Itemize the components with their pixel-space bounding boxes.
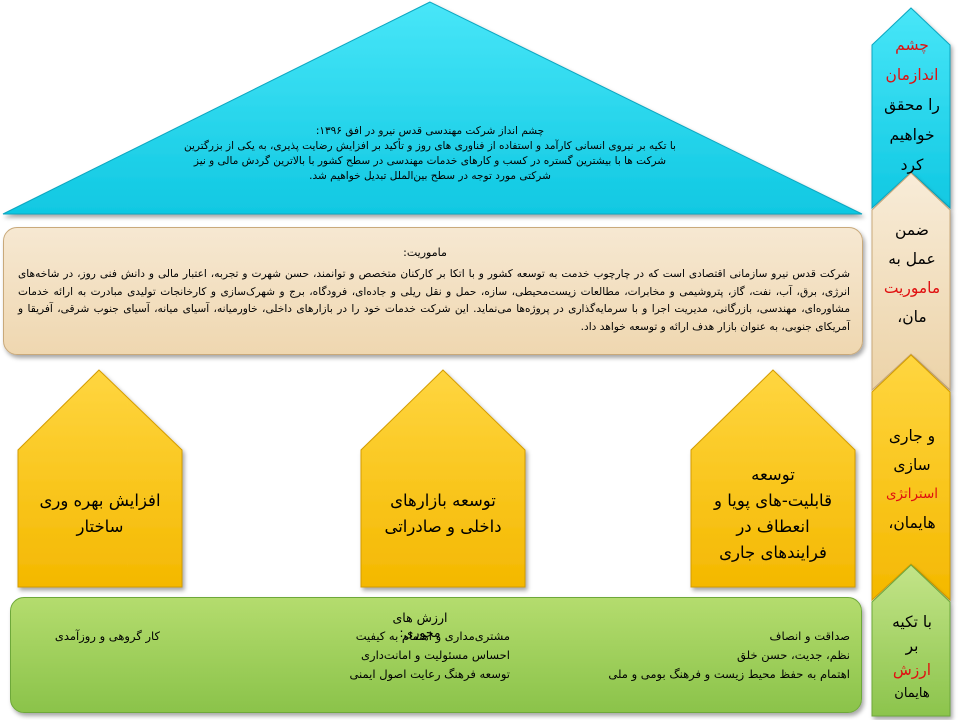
side-arrow-mission	[871, 172, 951, 392]
vision-roof	[2, 1, 863, 215]
vision-heading: چشم انداز شرکت مهندسی قدس نیرو در افق ۱۳…	[315, 125, 545, 137]
pillar-right-line-4: فرایندهای جاری	[719, 543, 827, 562]
side-values-line: بر	[905, 637, 919, 655]
pillar-right-line-2: قابلیت-های پویا و	[714, 491, 832, 510]
value-item: کار گروهی و روزآمدی	[54, 629, 160, 643]
side-mission-line: مان،	[897, 308, 927, 326]
side-vision-text: چشم اندازمان را محقق خواهیم کرد	[874, 30, 950, 180]
side-strategy-line: و جاری	[888, 427, 936, 445]
side-vision-line: خواهیم	[889, 126, 935, 144]
side-mission-line: ضمن	[895, 221, 929, 239]
side-vision-highlight: چشم اندازمان	[885, 36, 939, 84]
pillar-middle-line-2: داخلی و صادراتی	[384, 517, 502, 536]
pillar-left-label: افزایش بهره وری ساختار	[22, 488, 178, 540]
values-column-right: صداقت و انصاف نظم، جدیت، حسن خلق اهتمام …	[608, 627, 850, 684]
value-item: مشتری‌مداری و اهتمام به کیفیت	[355, 629, 510, 643]
pillar-middle	[360, 369, 526, 588]
side-strategy-line: هایمان،	[888, 514, 936, 532]
pillar-right-line-3: انعطاف در	[736, 517, 810, 536]
vision-line-3: شرکتی مورد توجه در سطح بین‌الملل تبدیل خ…	[309, 170, 551, 182]
pillar-right-label: توسعه قابلیت-های پویا و انعطاف در فرایند…	[694, 462, 852, 566]
side-mission-line: عمل به	[888, 250, 936, 268]
values-box	[10, 597, 862, 713]
value-item: نظم، جدیت، حسن خلق	[737, 648, 850, 662]
value-item: صداقت و انصاف	[769, 629, 850, 643]
side-arrow-values	[871, 564, 951, 717]
values-column-middle: مشتری‌مداری و اهتمام به کیفیت احساس مسئو…	[349, 627, 510, 684]
pillar-middle-line-1: توسعه بازارهای	[390, 491, 496, 510]
mission-body: شرکت قدس نیرو سازمانی اقتصادی است که در …	[18, 268, 850, 333]
side-arrow-vision	[871, 7, 951, 210]
side-arrow-strategy	[871, 354, 951, 602]
values-column-left: کار گروهی و روزآمدی	[55, 627, 160, 646]
side-strategy-highlight: استراتژی	[885, 486, 939, 502]
vision-line-2: شرکت ها با بیشترین گستره در کسب و کارهای…	[193, 155, 667, 167]
pillar-left	[17, 369, 183, 588]
side-values-line: هایمان	[894, 686, 930, 701]
mission-title: ماموریت:	[403, 246, 447, 259]
side-values-highlight: ارزش	[892, 661, 932, 679]
pillar-right	[690, 369, 856, 588]
side-vision-line: کرد	[900, 156, 924, 174]
pillar-left-line-1: افزایش بهره وری	[39, 491, 161, 510]
pillar-middle-label: توسعه بازارهای داخلی و صادراتی	[365, 488, 521, 540]
side-values-text: با تکیه بر ارزش هایمان	[874, 610, 950, 706]
side-vision-line: را محقق	[884, 96, 940, 114]
mission-box	[3, 227, 863, 355]
side-values-line: با تکیه	[892, 613, 932, 631]
pillar-left-line-2: ساختار	[76, 517, 124, 536]
side-mission-text: ضمن عمل به ماموریت مان،	[874, 216, 950, 332]
value-item: احساس مسئولیت و امانت‌داری	[361, 648, 510, 662]
value-item: توسعه فرهنگ رعایت اصول ایمنی	[349, 667, 510, 681]
side-mission-highlight: ماموریت	[883, 279, 941, 297]
side-strategy-text: و جاری سازی استراتژی هایمان،	[874, 422, 950, 538]
value-item: اهتمام به حفظ محیط زیست و فرهنگ بومی و م…	[608, 667, 850, 681]
vision-line-1: با تکیه بر نیروی انسانی کارآمد و استفاده…	[184, 140, 676, 152]
pillar-right-line-1: توسعه	[751, 465, 795, 484]
vision-text: چشم انداز شرکت مهندسی قدس نیرو در افق ۱۳…	[110, 124, 750, 184]
side-strategy-line: سازی	[893, 456, 931, 474]
values-title: ارزش های محوری:	[392, 610, 448, 640]
